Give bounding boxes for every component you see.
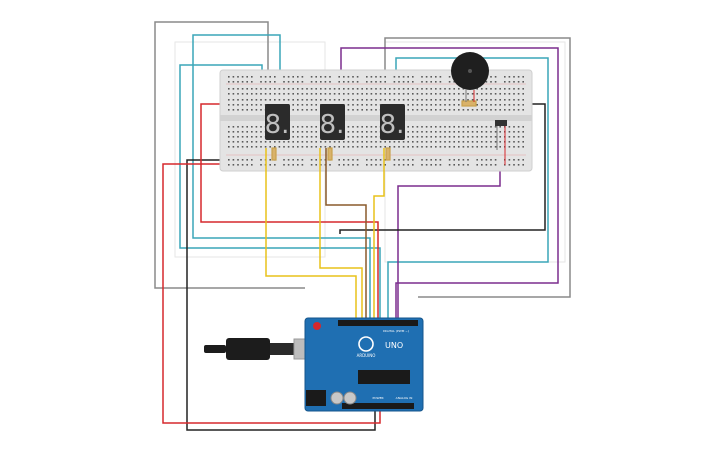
resistor [271, 147, 277, 161]
brown-wire [325, 148, 367, 320]
resistor [385, 147, 391, 161]
resistors [271, 100, 477, 161]
seven-segment-display-3: 8. [380, 104, 405, 140]
resistor [461, 100, 477, 107]
power-label: POWER [372, 396, 383, 400]
arduino-uno: ARDUINO UNO DIGITAL (PWM ~) POWER ANALOG… [304, 317, 424, 412]
digit-3-glyph: 8. [380, 110, 405, 140]
arduino-model-label: UNO [385, 341, 403, 350]
arduino-brand-label: ARDUINO [357, 353, 376, 358]
seven-segment-display-1: 8. [265, 104, 290, 140]
analog-label: ANALOG IN [396, 396, 413, 400]
slide-switch [495, 120, 507, 165]
gray-wires [154, 21, 571, 298]
resistor [327, 147, 333, 161]
seven-segment-display-2: 8. [320, 104, 345, 140]
yellow-wires [265, 148, 385, 320]
digit-1-glyph: 8. [265, 110, 290, 140]
usb-cable [204, 338, 321, 360]
digit-2-glyph: 8. [320, 110, 345, 140]
digital-header-label: DIGITAL (PWM ~) [383, 329, 409, 333]
piezo-buzzer [451, 52, 489, 102]
